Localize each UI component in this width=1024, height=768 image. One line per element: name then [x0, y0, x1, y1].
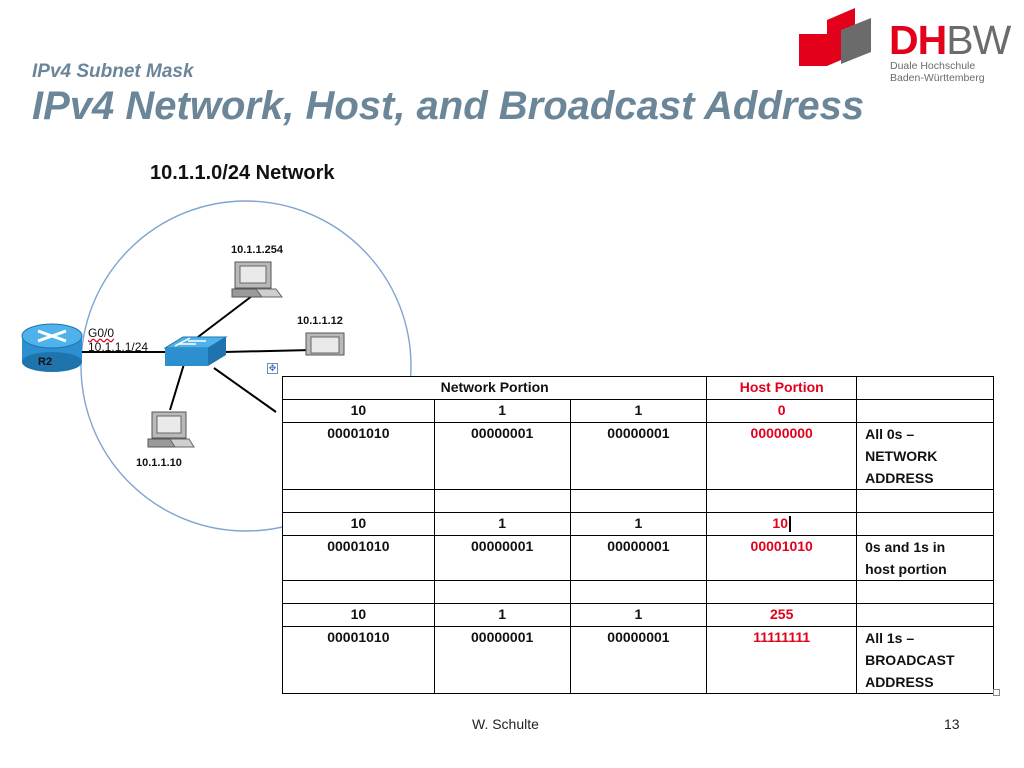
- table-row: 10 1 1 255: [282, 603, 994, 627]
- editable-host-cell[interactable]: 10: [706, 512, 858, 536]
- switch-host-254-link: [193, 295, 253, 341]
- host-address-note: 0s and 1s in host portion: [856, 535, 994, 581]
- router-icon: [21, 323, 83, 372]
- table-header-row: Network Portion Host Portion: [281, 376, 994, 400]
- router-address-label: 10.1.1.1/24: [88, 340, 149, 354]
- address-table: Network Portion Host Portion 10 1 1 0 00…: [281, 376, 994, 694]
- move-handle-icon[interactable]: ✥: [267, 363, 278, 374]
- broadcast-address-note: All 1s – BROADCAST ADDRESS: [856, 626, 994, 694]
- footer-author: W. Schulte: [472, 716, 539, 732]
- table-row: 00001010 00000001 00000001 11111111 All …: [282, 626, 994, 694]
- slide-subtitle: IPv4 Subnet Mask: [32, 61, 194, 82]
- table-row: 00001010 00000001 00000001 00000000 All …: [282, 422, 994, 490]
- resize-handle-icon[interactable]: [993, 689, 1000, 696]
- switch-host-12-link: [223, 349, 313, 353]
- pc-icon-host-12: [305, 332, 345, 356]
- table-spacer-row: [282, 489, 994, 513]
- table-row: 00001010 00000001 00000001 00001010 0s a…: [282, 535, 994, 581]
- host-12-label: 10.1.1.12: [297, 315, 343, 327]
- switch-icon: [163, 336, 228, 366]
- router-interface-label: G0/0: [88, 326, 115, 340]
- host-254-label: 10.1.1.254: [231, 244, 283, 256]
- host-portion-header: Host Portion: [706, 376, 858, 400]
- network-portion-header: Network Portion: [281, 376, 708, 400]
- pc-icon-host-254: [231, 261, 283, 298]
- logo-wordmark: DHBW: [889, 17, 1011, 63]
- slide-title: IPv4 Network, Host, and Broadcast Addres…: [32, 84, 865, 128]
- table-spacer-row: [282, 580, 994, 604]
- host-10-label: 10.1.1.10: [136, 457, 182, 469]
- switch-host-10-link: [169, 363, 185, 411]
- page-number: 13: [944, 716, 960, 732]
- switch-extra-link: [213, 367, 277, 413]
- router-name-label: R2: [38, 356, 53, 368]
- network-diagram-title: 10.1.1.0/24 Network: [150, 162, 335, 184]
- network-address-note: All 0s – NETWORK ADDRESS: [856, 422, 994, 490]
- table-row: 10 1 1 0: [282, 399, 994, 423]
- text-cursor: [788, 516, 791, 533]
- dhbw-logo-icon: [799, 8, 871, 66]
- table-row: 10 1 1 10: [282, 512, 994, 536]
- logo-subtitle: Duale Hochschule Baden-Württemberg: [890, 60, 985, 84]
- pc-icon-host-10: [147, 411, 195, 448]
